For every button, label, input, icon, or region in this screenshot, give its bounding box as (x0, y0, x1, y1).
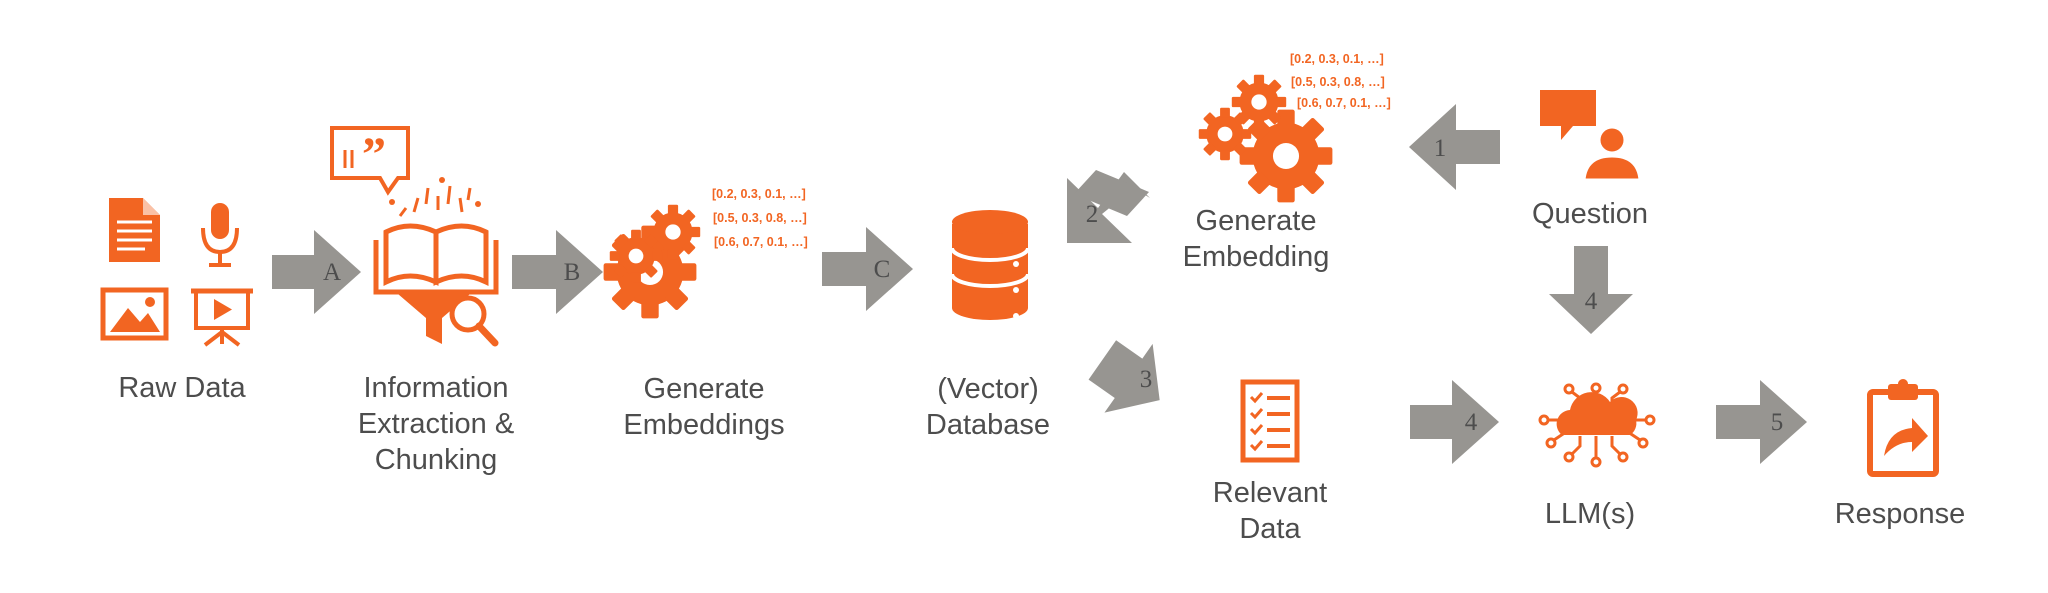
arrow-3: 3 (1088, 340, 1160, 413)
extraction-label: Information Extraction & Chunking (357, 372, 515, 476)
svg-text:”: ” (362, 128, 386, 181)
embeddings-label: Generate Embeddings (623, 373, 785, 441)
raw-data-label: Raw Data (118, 372, 246, 404)
arrow-label: 1 (1434, 135, 1447, 162)
arrow-4-right: 4 (1410, 380, 1499, 464)
arrow-label: 3 (1140, 366, 1153, 393)
arrow-label: C (874, 256, 891, 283)
vector-text: [0.6, 0.7, 0.1, …] (1297, 96, 1391, 110)
image-icon (100, 287, 169, 341)
vector-text: [0.6, 0.7, 0.1, …] (714, 235, 808, 249)
arrow-label: 4 (1465, 409, 1478, 436)
arrow-label: B (564, 259, 581, 286)
vector-text: [0.2, 0.3, 0.1, …] (1290, 52, 1384, 66)
vector-text: [0.2, 0.3, 0.1, …] (712, 187, 806, 201)
arrow-C: C (822, 227, 913, 311)
arrow-B: B (512, 230, 603, 314)
arrow-label: 2 (1086, 201, 1099, 228)
microphone-icon (201, 203, 239, 267)
relevant-data-label: Relevant Data (1212, 477, 1328, 545)
arrow-2: 2 (1067, 170, 1150, 243)
arrow-1: 1 (1409, 104, 1500, 190)
arrow-5: 5 (1716, 380, 1807, 464)
arrow-label: 5 (1771, 409, 1784, 436)
clipboard-share-icon (1867, 379, 1939, 477)
arrow-label: 4 (1585, 288, 1598, 315)
database-label: (Vector) Database (925, 373, 1051, 441)
response-label: Response (1834, 498, 1966, 530)
database-icon (950, 210, 1030, 320)
presentation-icon (191, 288, 253, 347)
gears-icon (603, 204, 701, 319)
question-label: Question (1531, 198, 1649, 230)
magnifier-icon (449, 295, 499, 347)
checklist-icon (1240, 379, 1300, 463)
arrow-4-down: 4 (1549, 246, 1633, 334)
arrow-label: A (323, 259, 341, 286)
gears-icon (1198, 74, 1333, 203)
query-embedding-vectors: [0.2, 0.3, 0.1, …] [0.5, 0.3, 0.8, …] [0… (1290, 52, 1391, 110)
chat-user-icon (1540, 90, 1642, 182)
open-book-icon (373, 223, 499, 295)
query-embedding-label: Generate Embedding (1182, 205, 1330, 273)
vector-text: [0.5, 0.3, 0.8, …] (713, 211, 807, 225)
arrow-A: A (272, 230, 361, 314)
cloud-network-icon (1538, 382, 1656, 468)
quote-bubble-icon: ” (330, 126, 410, 196)
document-icon (109, 198, 160, 262)
llm-label: LLM(s) (1544, 498, 1636, 530)
sparkle-icon (398, 185, 472, 217)
embedding-vectors: [0.2, 0.3, 0.1, …] [0.5, 0.3, 0.8, …] [0… (712, 187, 808, 249)
vector-text: [0.5, 0.3, 0.8, …] (1291, 75, 1385, 89)
